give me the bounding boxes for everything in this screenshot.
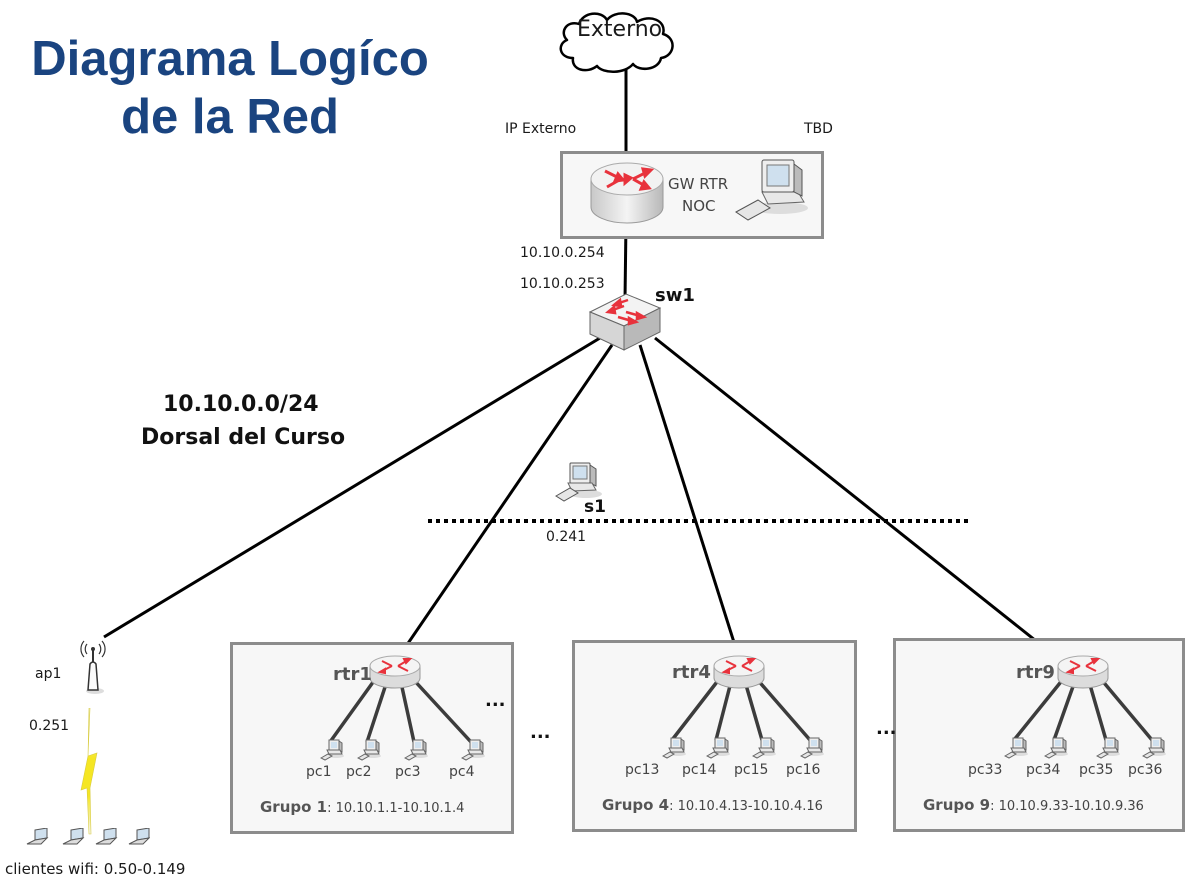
pc-label: pc36: [1128, 762, 1163, 778]
noc-pc-icon[interactable]: [732, 156, 812, 226]
link-switch-ap: [103, 336, 601, 639]
pc-label: pc3: [395, 764, 421, 780]
gateway-router-icon[interactable]: [587, 157, 667, 229]
gateway-label-line-1: GW RTR: [668, 175, 729, 193]
router-label: rtr9: [1016, 662, 1055, 683]
link-rtr1-pc2: [365, 677, 390, 743]
link-rtr4-pc13: [670, 676, 722, 742]
link-rtr9-pc33: [1012, 676, 1066, 742]
pc-label: pc2: [346, 764, 372, 780]
link-rtr1-pc1: [328, 676, 378, 744]
pc-icon-pc3[interactable]: [403, 738, 430, 762]
pc-icon-pc33[interactable]: [1003, 736, 1030, 760]
pc-label: pc35: [1079, 762, 1114, 778]
link-rtr9-pc35: [1086, 677, 1108, 741]
cloud-label: Externo: [577, 17, 663, 42]
router-icon-rtr4[interactable]: [712, 652, 766, 692]
backbone-network-label: 10.10.0.0/24: [163, 392, 319, 417]
group-ip-range: : 10.10.4.13-10.10.4.16: [669, 799, 823, 814]
ellipsis-group-1: ...: [485, 690, 506, 711]
pc-icon-pc16[interactable]: [799, 736, 826, 760]
router-label: rtr4: [672, 662, 711, 683]
ellipsis-between-groups-1-4: ...: [530, 722, 551, 743]
title-line-2: de la Red: [121, 90, 339, 144]
backbone-name-label: Dorsal del Curso: [141, 425, 346, 450]
switch-label: sw1: [655, 285, 695, 306]
ap-label: ap1: [35, 666, 62, 682]
pc-icon-pc15[interactable]: [751, 736, 778, 760]
pc-label: pc1: [306, 764, 332, 780]
link-rtr1-pc3: [398, 677, 416, 743]
group-ip-range: : 10.10.1.1-10.10.1.4: [327, 801, 465, 816]
pc-icon-pc34[interactable]: [1043, 736, 1070, 760]
pc-label: pc15: [734, 762, 769, 778]
pc-label: pc33: [968, 762, 1003, 778]
diagram-title: Diagrama Logíco de la Red: [0, 30, 460, 146]
link-switch-rtr1: [398, 344, 614, 656]
server-s1-icon[interactable]: [554, 460, 604, 506]
switch-ip-label: 10.10.0.253: [520, 276, 605, 292]
switch-icon[interactable]: [588, 290, 664, 354]
link-rtr9-pc36: [1098, 676, 1154, 742]
pc-icon-pc13[interactable]: [661, 736, 688, 760]
router-label: rtr1: [333, 664, 372, 685]
internet-cloud-icon: [559, 12, 674, 73]
gateway-label-line-2: NOC: [682, 197, 716, 215]
pc-label: pc4: [449, 764, 475, 780]
external-ip-label: IP Externo: [505, 121, 577, 137]
pc-icon-pc36[interactable]: [1141, 736, 1168, 760]
tbd-label: TBD: [804, 121, 833, 137]
server-label: s1: [584, 497, 606, 517]
pc-label: pc34: [1026, 762, 1061, 778]
group-label: Grupo 9: 10.10.9.33-10.10.9.36: [923, 796, 1144, 814]
wireless-link-bolt-icon: [80, 708, 98, 835]
access-point-icon[interactable]: [78, 640, 108, 698]
link-rtr9-pc34: [1052, 677, 1078, 741]
server-ip-label: 0.241: [546, 529, 587, 545]
link-rtr4-pc14: [714, 677, 734, 741]
pc-icon-pc2[interactable]: [356, 738, 383, 762]
pc-icon-pc14[interactable]: [705, 736, 732, 760]
link-rtr1-pc4: [410, 676, 473, 744]
wifi-clients-icons: [26, 828, 150, 845]
laptop-icon: [62, 828, 85, 845]
group-name: Grupo 1: [260, 798, 328, 816]
link-switch-rtr4: [638, 344, 740, 656]
ellipsis-between-groups-4-9: ...: [876, 718, 897, 739]
laptop-icon: [128, 828, 150, 845]
laptop-icon: [95, 828, 118, 845]
group-name: Grupo 4: [602, 796, 670, 814]
group-label: Grupo 1: 10.10.1.1-10.10.1.4: [260, 798, 464, 816]
group-box-rtr9: [893, 638, 1185, 832]
pc-icon-pc4[interactable]: [460, 738, 487, 762]
title-line-1: Diagrama Logíco: [31, 32, 429, 86]
ap-ip-label: 0.251: [29, 718, 70, 734]
link-rtr4-pc16: [754, 676, 812, 742]
wifi-clients-label: clientes wifi: 0.50-0.149: [5, 860, 186, 878]
group-name: Grupo 9: [923, 796, 991, 814]
pc-label: pc13: [625, 762, 660, 778]
pc-icon-pc35[interactable]: [1095, 736, 1122, 760]
pc-label: pc14: [682, 762, 717, 778]
gateway-ip-label: 10.10.0.254: [520, 245, 605, 261]
group-label: Grupo 4: 10.10.4.13-10.10.4.16: [602, 796, 823, 814]
router-icon-rtr9[interactable]: [1056, 652, 1110, 692]
link-switch-rtr9: [654, 336, 1061, 662]
router-icon-rtr1[interactable]: [368, 652, 422, 692]
link-rtr4-pc15: [742, 677, 764, 741]
pc-label: pc16: [786, 762, 821, 778]
group-ip-range: : 10.10.9.33-10.10.9.36: [990, 799, 1144, 814]
pc-icon-pc1[interactable]: [319, 738, 346, 762]
laptop-icon: [26, 828, 49, 845]
